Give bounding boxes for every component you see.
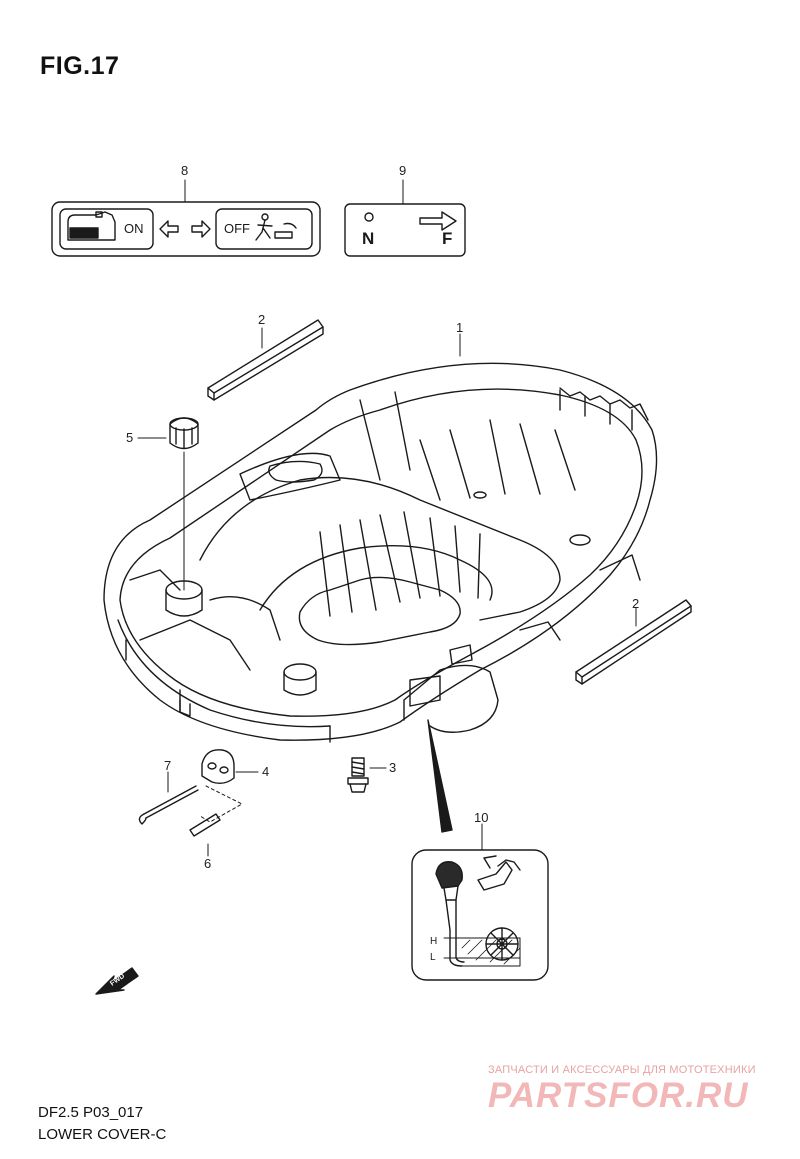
watermark-brand: PARTSFOR.RU bbox=[488, 1076, 749, 1115]
oil-level-decal bbox=[411, 719, 549, 981]
cotter-pin bbox=[138, 771, 199, 825]
on-off-decal bbox=[51, 179, 321, 257]
callout-10: 10 bbox=[474, 810, 489, 825]
callout-9: 8 bbox=[181, 163, 189, 178]
low-level-label: L bbox=[430, 952, 436, 963]
lower-cover-body bbox=[103, 333, 658, 743]
fwd-arrow-icon bbox=[95, 967, 139, 995]
neutral-label: N bbox=[362, 229, 374, 248]
forward-label: F bbox=[442, 229, 452, 248]
callout-5: 4 bbox=[262, 764, 270, 779]
callout-1: 1 bbox=[456, 320, 464, 335]
callout-2-lower: 2 bbox=[632, 596, 640, 611]
neutral-forward-decal bbox=[344, 179, 466, 257]
callout-4: 5 bbox=[126, 430, 134, 445]
off-label: OFF bbox=[224, 221, 250, 236]
high-level-label: H bbox=[430, 936, 437, 947]
diagram-name: LOWER COVER-C bbox=[38, 1126, 167, 1143]
pin bbox=[189, 813, 221, 857]
callout-3: 3 bbox=[389, 760, 397, 775]
callout-7: 7 bbox=[164, 758, 172, 773]
diagram-code: DF2.5 P03_017 bbox=[38, 1104, 144, 1121]
callout-8: 9 bbox=[399, 163, 407, 178]
clamp bbox=[199, 749, 259, 823]
grommet bbox=[137, 417, 199, 591]
trim-strip-lower bbox=[575, 599, 692, 685]
screw bbox=[347, 757, 387, 793]
watermark-tagline: ЗАПЧАСТИ И АКСЕССУАРЫ ДЛЯ МОТОТЕХНИКИ bbox=[488, 1064, 756, 1076]
trim-strip-upper bbox=[207, 319, 324, 401]
on-label: ON bbox=[124, 221, 144, 236]
callout-6: 6 bbox=[204, 856, 212, 871]
callout-2-upper: 2 bbox=[258, 312, 266, 327]
figure-title: FIG.17 bbox=[40, 52, 120, 80]
